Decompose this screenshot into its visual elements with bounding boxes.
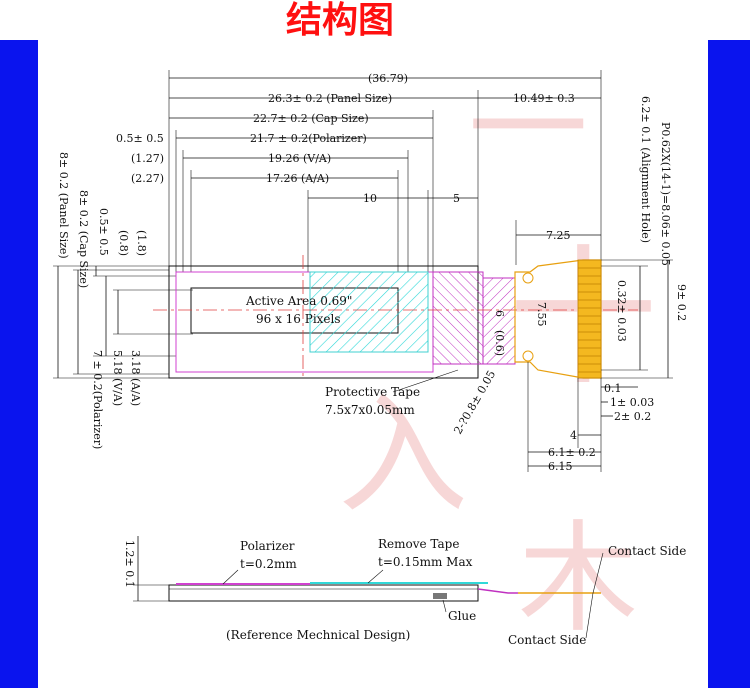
fpc-pad-lines (578, 267, 601, 373)
remove-tape-label: Remove Tape (378, 537, 459, 551)
right-extension-lines (527, 259, 673, 472)
side-polarizer-t: t=0.2mm (240, 557, 297, 571)
dim-1: 1± 0.03 (610, 396, 654, 409)
side-polarizer-label: Polarizer (240, 539, 295, 553)
dim-panel-size: 26.3± 0.2 (Panel Size) (268, 92, 392, 105)
side-fpc-bend (477, 588, 518, 594)
dim-4: 4 (570, 429, 577, 442)
side-caption: (Reference Mechnical Design) (226, 628, 410, 642)
remove-tape-t: t=0.15mm Max (378, 555, 473, 569)
dim-alignment-hole: 6.2± 0.1 (Alignment Hole) (639, 96, 652, 243)
dim-v-cap-size: 8± 0.2 (Cap Size) (77, 190, 90, 288)
ic-hatched-region (432, 271, 484, 365)
left-dim-lines (57, 266, 119, 378)
dim-aa-label: (2.27) (131, 172, 164, 185)
dim-61: 6.1± 0.2 (548, 446, 596, 459)
extension-lines (168, 70, 602, 272)
dim-polarizer: 21.7 ± 0.2(Polarizer) (250, 132, 367, 145)
dim-va-label: (1.27) (131, 152, 164, 165)
dim-pitch: P0.62X(14-1)=8.06± 0.05 (659, 122, 672, 266)
cap-hatched-region (309, 271, 429, 353)
dim-overall: (36.79) (368, 72, 408, 85)
dim-755: 7.55 (535, 302, 548, 327)
drawing-svg: 一 十 入 木 (36.79) 26.3± 0.2 (Panel Size) 1… (53, 60, 688, 649)
dim-01: 0.1 (604, 382, 622, 395)
protective-tape-region (482, 277, 516, 365)
contact-bottom-leader (585, 592, 594, 639)
dim-pad: 0.32± 0.03 (615, 280, 628, 342)
svg-text:木: 木 (518, 510, 638, 649)
contact-top-leader (592, 552, 604, 594)
remove-tape-leader (367, 569, 384, 584)
dim-ten: 10 (363, 192, 377, 205)
glue-leader (442, 599, 447, 613)
glue-label: Glue (448, 609, 476, 623)
dim-thickness: 1.2± 0.1 (123, 540, 136, 588)
dim-cap-size: 22.7± 0.2 (Cap Size) (253, 112, 369, 125)
side-extension-lines (133, 584, 169, 602)
dim-fpc-725: 7.25 (546, 229, 571, 242)
contact-side-bottom: Contact Side (508, 633, 586, 647)
polarizer-leader (222, 569, 239, 585)
dim-v-panel-size: 8± 0.2 (Panel Size) (57, 152, 70, 259)
dim-d06: (0.6) (493, 330, 506, 356)
dim-fpc-width: 9± 0.2 (675, 284, 688, 321)
tape-leader (392, 369, 459, 393)
side-panel (168, 584, 479, 602)
dim-2: 2± 0.2 (614, 410, 651, 423)
right-dim-lines (528, 260, 669, 467)
page-title: 结构图 (285, 0, 394, 41)
dim-va: 19.26 (V/A) (268, 152, 331, 165)
dim-v-va: 5.18 (V/A) (111, 350, 124, 406)
svg-text:入: 入 (338, 379, 468, 531)
dim-v-08: (0.8) (117, 230, 130, 256)
dim-five: 5 (453, 192, 460, 205)
left-extension-lines (53, 265, 193, 379)
dim-v-offset: 0.5± 0.5 (97, 208, 110, 256)
dim-lines-top (169, 77, 601, 236)
dim-v-aa: 3.18 (A/A) (129, 350, 142, 406)
dim-offset: 0.5± 0.5 (116, 132, 164, 145)
svg-text:一: 一 (468, 60, 588, 199)
pixels-label: 96 x 16 Pixels (256, 312, 341, 326)
protective-tape-label: Protective Tape (325, 385, 420, 399)
dim-v-18: (1.8) (135, 230, 148, 256)
dim-six: 6 (493, 310, 506, 317)
protective-tape-size: 7.5x7x0.05mm (325, 403, 415, 417)
header-band: 结构图 (0, 0, 750, 41)
dim-aa: 17.26 (A/A) (266, 172, 329, 185)
mechanical-drawing: 一 十 入 木 (36.79) 26.3± 0.2 (Panel Size) 1… (38, 40, 708, 688)
watermark: 一 十 入 木 (338, 60, 658, 649)
dim-v-polarizer: 7 ± 0.2(Polarizer) (91, 350, 104, 449)
side-glue (433, 593, 447, 599)
alignment-hole-bottom (522, 350, 534, 362)
dim-fpc-length: 10.49± 0.3 (513, 92, 575, 105)
active-area-label: Active Area 0.69" (245, 294, 352, 308)
contact-side-top: Contact Side (608, 544, 686, 558)
fpc-contact-pads (577, 259, 602, 379)
dim-615: 6.15 (548, 460, 573, 473)
alignment-hole-top (522, 272, 534, 284)
